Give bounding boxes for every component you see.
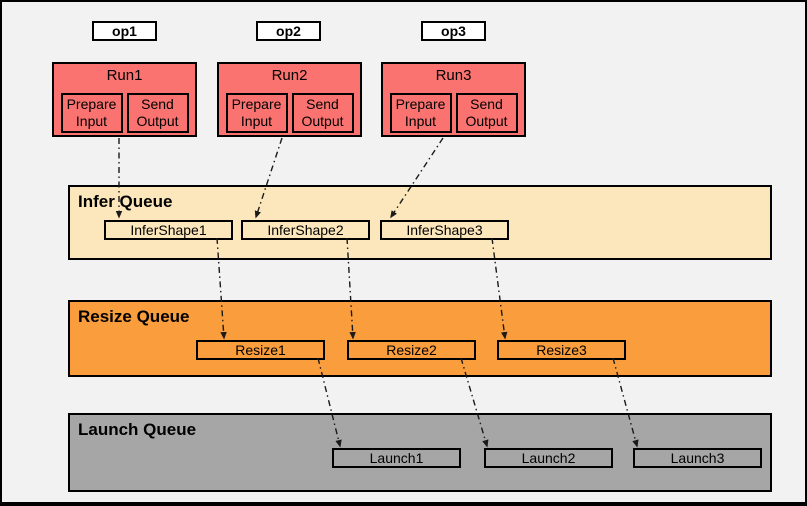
send-output-box: Send Output [126, 93, 189, 133]
prepare-input-box: Prepare Input [225, 93, 288, 133]
infershape3-box: InferShape3 [380, 220, 509, 240]
run-group-2: Run2 Prepare Input Send Output [217, 62, 362, 137]
infer-queue-title: Infer Queue [78, 192, 173, 211]
run-title: Run2 [271, 67, 308, 84]
infershape2-box: InferShape2 [241, 220, 370, 240]
infer-queue-band: Infer Queue InferShape1 InferShape2 Infe… [68, 185, 772, 260]
run-group-3: Run3 Prepare Input Send Output [381, 62, 526, 137]
run-subrow: Prepare Input Send Output [389, 93, 518, 133]
resize-queue-band: Resize Queue Resize1 Resize2 Resize3 [68, 300, 772, 377]
run-group-1: Run1 Prepare Input Send Output [52, 62, 197, 137]
run-subrow: Prepare Input Send Output [225, 93, 354, 133]
run-title: Run1 [106, 67, 143, 84]
launch1-box: Launch1 [332, 448, 461, 468]
resize3-box: Resize3 [497, 340, 626, 360]
launch3-box: Launch3 [633, 448, 762, 468]
resize1-box: Resize1 [196, 340, 325, 360]
op-label-2: op2 [256, 21, 321, 41]
op-label-1: op1 [92, 21, 157, 41]
op-label-3: op3 [421, 21, 486, 41]
launch2-box: Launch2 [484, 448, 613, 468]
prepare-input-box: Prepare Input [60, 93, 123, 133]
run-title: Run3 [435, 67, 472, 84]
infershape1-box: InferShape1 [104, 220, 233, 240]
prepare-input-box: Prepare Input [389, 93, 452, 133]
launch-queue-band: Launch Queue Launch1 Launch2 Launch3 [68, 413, 772, 492]
launch-queue-title: Launch Queue [78, 420, 197, 439]
send-output-box: Send Output [455, 93, 518, 133]
resize2-box: Resize2 [347, 340, 476, 360]
send-output-box: Send Output [291, 93, 354, 133]
resize-queue-title: Resize Queue [78, 307, 190, 326]
run-subrow: Prepare Input Send Output [60, 93, 189, 133]
